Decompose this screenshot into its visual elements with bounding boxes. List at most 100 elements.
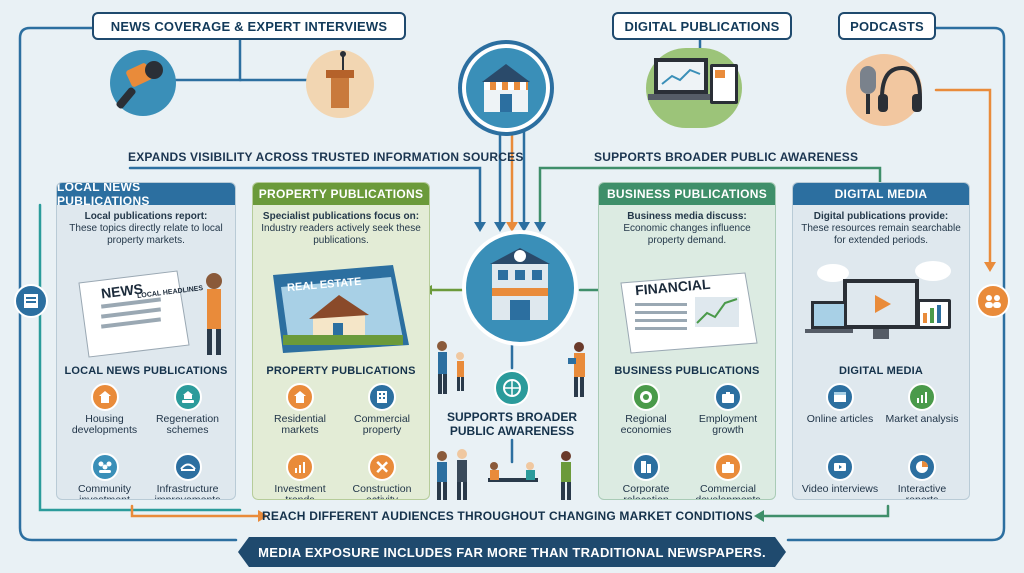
list-item: Regeneration schemes [146,383,229,449]
list-item: Infrastructure improvements [146,453,229,500]
bridge-icon [173,453,202,481]
browser-icon [826,383,854,411]
item-label: Investment trends [274,483,326,500]
podcast-illustration [846,54,922,126]
panel-business-items: Regional economies Employment growth Cor… [599,383,775,500]
podcasts-label: PODCASTS [838,12,936,40]
item-label: Commercial developments [695,483,761,500]
briefcase-icon [714,453,742,481]
item-label: Online articles [806,413,874,425]
people-group-left [437,341,464,394]
panel-local-news-items: Housing developments Regeneration scheme… [57,383,235,500]
chart-icon [286,453,314,481]
meeting-group-illustration [437,449,571,500]
item-label: Infrastructure improvements [154,483,221,500]
panel-business: BUSINESS PUBLICATIONS Business media dis… [598,182,776,500]
office-building-icon [490,248,550,320]
intro-rest: Economic changes influence property dema… [623,223,751,246]
house-icon [286,383,314,411]
panel-digital-media-items: Online articles Market analysis Video in… [793,383,969,500]
chart-icon [908,383,936,411]
office-icon [632,453,660,481]
podium-icon [326,51,354,108]
devices-illustration [793,253,969,361]
item-label: Market analysis [885,413,959,425]
list-item: Community investment [63,453,146,499]
microphone-icon [116,61,163,109]
panel-property-intro: Specialist publications focus on: Indust… [253,211,429,247]
video-icon [826,453,854,481]
house-icon [90,383,119,411]
intro-lead: Local publications report: [84,211,208,222]
intro-rest: These topics directly relate to local pr… [69,223,223,246]
panel-property-items: Residential markets Commercial property … [253,383,429,500]
item-label: Employment growth [698,413,758,436]
center-awareness-label: SUPPORTS BROADER PUBLIC AWARENESS [446,410,577,438]
building-icon [368,383,396,411]
panel-local-news-head: LOCAL NEWS PUBLICATIONS [57,183,235,208]
list-item: Residential markets [259,383,341,449]
panel-business-intro: Business media discuss: Economic changes… [599,211,775,247]
item-label: Housing developments [71,413,138,436]
community-icon [90,453,119,481]
person-tablet [568,342,585,397]
list-item: Housing developments [63,383,146,449]
podium-illustration [306,50,374,118]
list-item: Corporate relocation [605,453,687,500]
storefront-illustration [458,40,554,136]
panel-local-news-subtitle: LOCAL NEWS PUBLICATIONS [64,365,228,377]
microphone-illustration [110,50,176,116]
intro-lead: Specialist publications focus on: [262,211,420,222]
item-label: Regional economies [620,413,672,436]
globe-network-icon [494,370,530,406]
list-item: Commercial property [341,383,423,449]
item-label: Residential markets [274,413,326,436]
list-item: Video interviews [799,453,881,499]
laptop-tablet-icon [648,58,738,104]
audience-icon [976,284,1010,318]
panel-property: PROPERTY PUBLICATIONS Specialist publica… [252,182,430,500]
tools-icon [368,453,396,481]
item-label: Corporate relocation [622,483,670,500]
list-item: Investment trends [259,453,341,500]
newspaper-icon [78,270,222,358]
briefcase-icon [714,383,742,411]
panel-business-head: BUSINESS PUBLICATIONS [599,183,775,205]
item-label: Interactive reports [897,483,947,500]
globe-icon [632,383,660,411]
panel-digital-media-intro: Digital publications provide: These reso… [793,211,969,247]
panel-digital-media: DIGITAL MEDIA Digital publications provi… [792,182,970,500]
item-label: Regeneration schemes [155,413,220,436]
panel-digital-media-subtitle: DIGITAL MEDIA [838,365,924,377]
item-label: Commercial property [353,413,410,436]
panel-property-subtitle: PROPERTY PUBLICATIONS [266,365,416,377]
digital-publications-illustration [646,48,742,128]
awareness-caption: SUPPORTS BROADER PUBLIC AWARENESS [594,150,859,164]
magazine-illustration: REAL ESTATE [253,253,429,361]
hand-house-icon [173,383,202,411]
intro-rest: These resources remain searchable for ex… [801,223,961,246]
shop-icon [466,48,546,128]
list-item: Employment growth [687,383,769,449]
magazine-icon [273,265,409,353]
document-icon [14,284,48,318]
panel-local-news-intro: Local publications report: These topics … [57,211,235,247]
news-coverage-label: NEWS COVERAGE & EXPERT INTERVIEWS [92,12,406,40]
list-item: Construction activity [341,453,423,499]
intro-lead: Business media discuss: [627,211,747,222]
item-label: Video interviews [801,483,879,495]
panel-digital-media-head: DIGITAL MEDIA [793,183,969,205]
reach-audiences-line: REACH DIFFERENT AUDIENCES THROUGHOUT CHA… [262,509,753,523]
list-item: Commercial developments [687,453,769,500]
panel-local-news: LOCAL NEWS PUBLICATIONS Local publicatio… [56,182,236,500]
financial-newspaper-icon [620,272,758,354]
devices-cloud-icon [805,261,951,339]
list-item: Online articles [799,383,881,449]
financial-newspaper-illustration: FINANCIAL [599,253,775,361]
list-item: Regional economies [605,383,687,449]
digital-publications-label: DIGITAL PUBLICATIONS [612,12,792,40]
intro-rest: Industry readers actively seek these pub… [261,223,421,246]
list-item: Market analysis [881,383,963,449]
newspaper-illustration: NEWS LOCAL HEADLINES [57,253,235,361]
panel-property-head: PROPERTY PUBLICATIONS [253,183,429,205]
